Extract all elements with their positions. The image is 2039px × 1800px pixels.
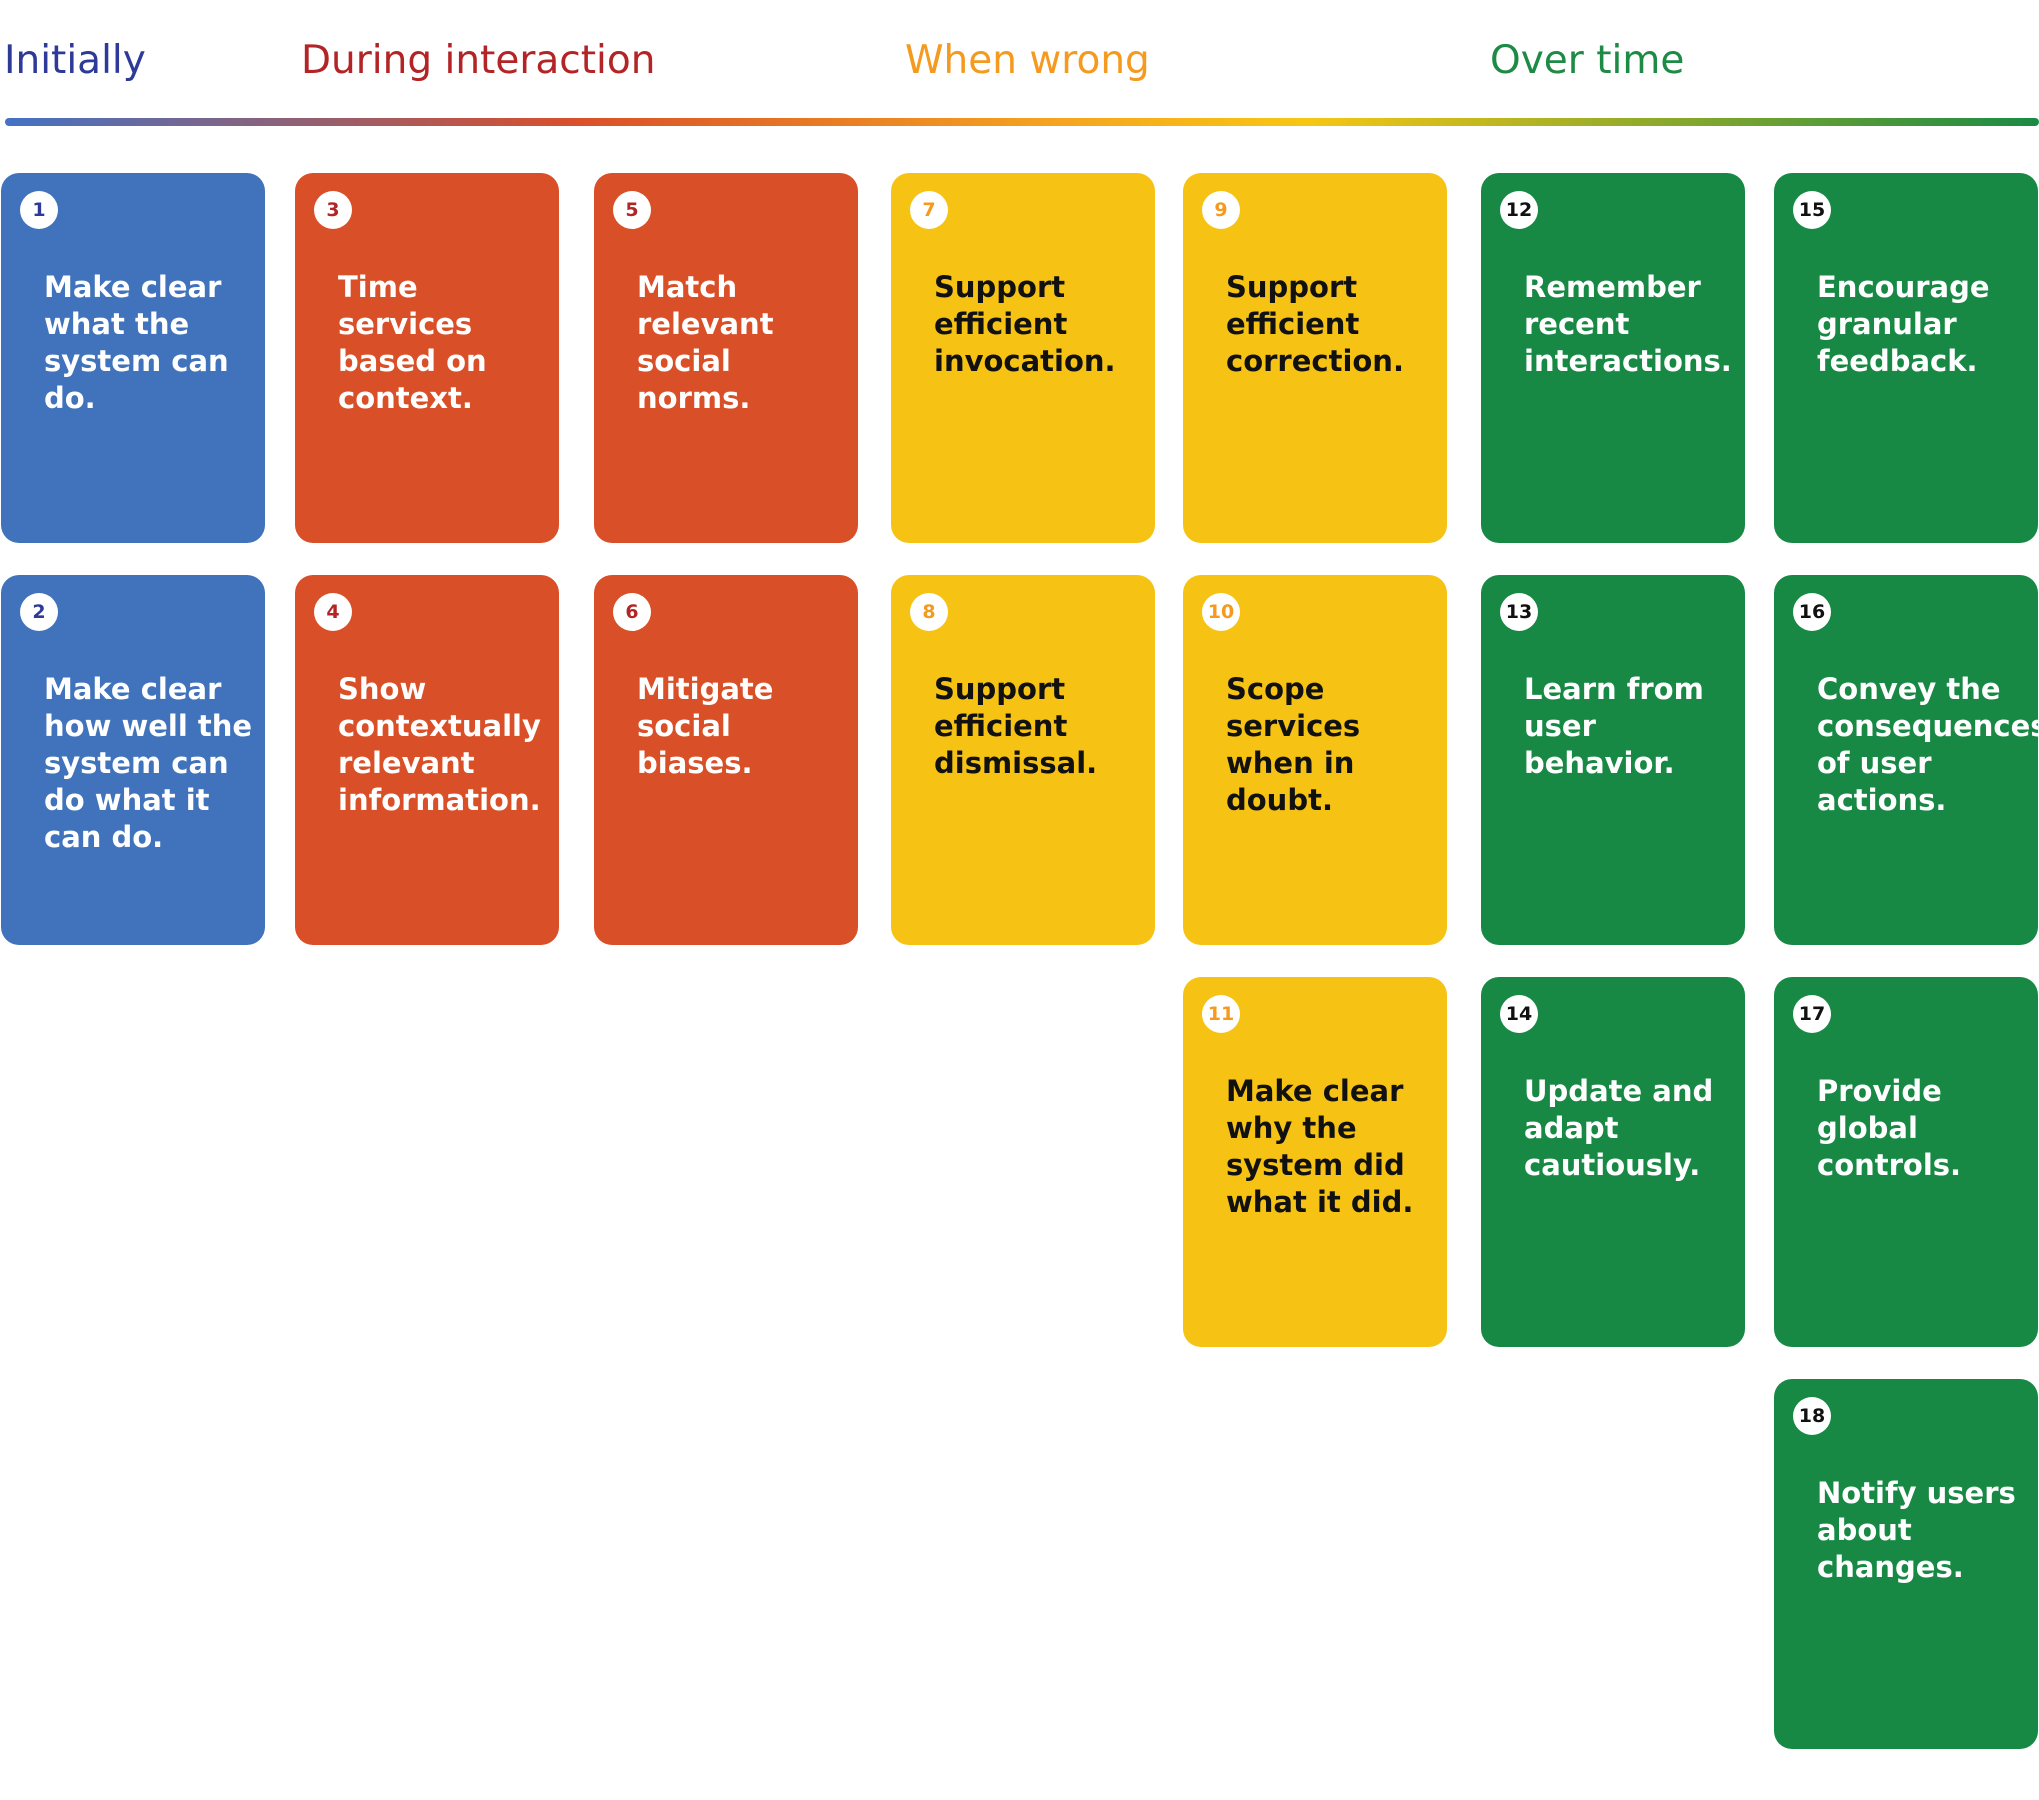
guideline-number-badge: 18 (1793, 1397, 1831, 1435)
guideline-text: Encourage granular feedback. (1817, 270, 1990, 378)
guideline-text: Make clear what the system can do. (44, 270, 229, 415)
guideline-number-badge: 10 (1202, 593, 1240, 631)
guideline-text: Match relevant social norms. (637, 270, 774, 415)
guideline-number-badge: 5 (613, 191, 651, 229)
guideline-card-1: 1 Make clear what the system can do. (1, 173, 265, 543)
guideline-text: Show contextually relevant information. (338, 672, 541, 817)
phase-heading-during-interaction: During interaction (301, 38, 656, 83)
phase-heading-over-time: Over time (1490, 38, 1685, 83)
phase-heading-when-wrong: When wrong (905, 38, 1150, 83)
phase-heading-initially: Initially (4, 38, 146, 83)
guideline-card-6: 6 Mitigate social biases. (594, 575, 858, 945)
guideline-text: Make clear why the system did what it di… (1226, 1074, 1414, 1219)
guideline-text: Support efficient correction. (1226, 270, 1404, 378)
guideline-card-16: 16 Convey the consequences of user actio… (1774, 575, 2039, 945)
guideline-card-15: 15 Encourage granular feedback. (1774, 173, 2038, 543)
guideline-card-9: 9 Support efficient correction. (1183, 173, 1447, 543)
guideline-text: Remember recent interactions. (1524, 270, 1732, 378)
guideline-number-badge: 1 (20, 191, 58, 229)
guideline-text: Provide global controls. (1817, 1074, 1962, 1182)
guideline-card-7: 7 Support efficient invocation. (891, 173, 1155, 543)
guideline-card-17: 17 Provide global controls. (1774, 977, 2038, 1347)
guideline-number-badge: 12 (1500, 191, 1538, 229)
guideline-number-badge: 2 (20, 593, 58, 631)
guideline-card-11: 11 Make clear why the system did what it… (1183, 977, 1447, 1347)
timeline-gradient-bar (5, 118, 2039, 126)
guideline-text: Support efficient invocation. (934, 270, 1116, 378)
guideline-number-badge: 17 (1793, 995, 1831, 1033)
guideline-number-badge: 6 (613, 593, 651, 631)
guideline-card-2: 2 Make clear how well the system can do … (1, 575, 265, 945)
guideline-text: Make clear how well the system can do wh… (44, 672, 253, 854)
guideline-text: Support efficient dismissal. (934, 672, 1098, 780)
guideline-number-badge: 7 (910, 191, 948, 229)
guideline-card-8: 8 Support efficient dismissal. (891, 575, 1155, 945)
guideline-number-badge: 3 (314, 191, 352, 229)
guideline-card-13: 13 Learn from user behavior. (1481, 575, 1745, 945)
guideline-number-badge: 4 (314, 593, 352, 631)
guideline-text: Update and adapt cautiously. (1524, 1074, 1714, 1182)
guideline-text: Learn from user behavior. (1524, 672, 1704, 780)
guideline-card-10: 10 Scope services when in doubt. (1183, 575, 1447, 945)
guideline-number-badge: 15 (1793, 191, 1831, 229)
guideline-text: Notify users about changes. (1817, 1476, 2016, 1584)
guideline-number-badge: 13 (1500, 593, 1538, 631)
guideline-number-badge: 9 (1202, 191, 1240, 229)
guideline-number-badge: 16 (1793, 593, 1831, 631)
guideline-card-5: 5 Match relevant social norms. (594, 173, 858, 543)
guideline-card-18: 18 Notify users about changes. (1774, 1379, 2038, 1749)
guideline-card-3: 3 Time services based on context. (295, 173, 559, 543)
guideline-card-12: 12 Remember recent interactions. (1481, 173, 1745, 543)
guideline-text: Mitigate social biases. (637, 672, 774, 780)
guideline-card-4: 4 Show contextually relevant information… (295, 575, 559, 945)
guideline-number-badge: 14 (1500, 995, 1538, 1033)
guideline-text: Convey the consequences of user actions. (1817, 672, 2039, 817)
guideline-text: Time services based on context. (338, 270, 487, 415)
guideline-number-badge: 8 (910, 593, 948, 631)
guideline-card-14: 14 Update and adapt cautiously. (1481, 977, 1745, 1347)
guideline-text: Scope services when in doubt. (1226, 672, 1361, 817)
guideline-number-badge: 11 (1202, 995, 1240, 1033)
